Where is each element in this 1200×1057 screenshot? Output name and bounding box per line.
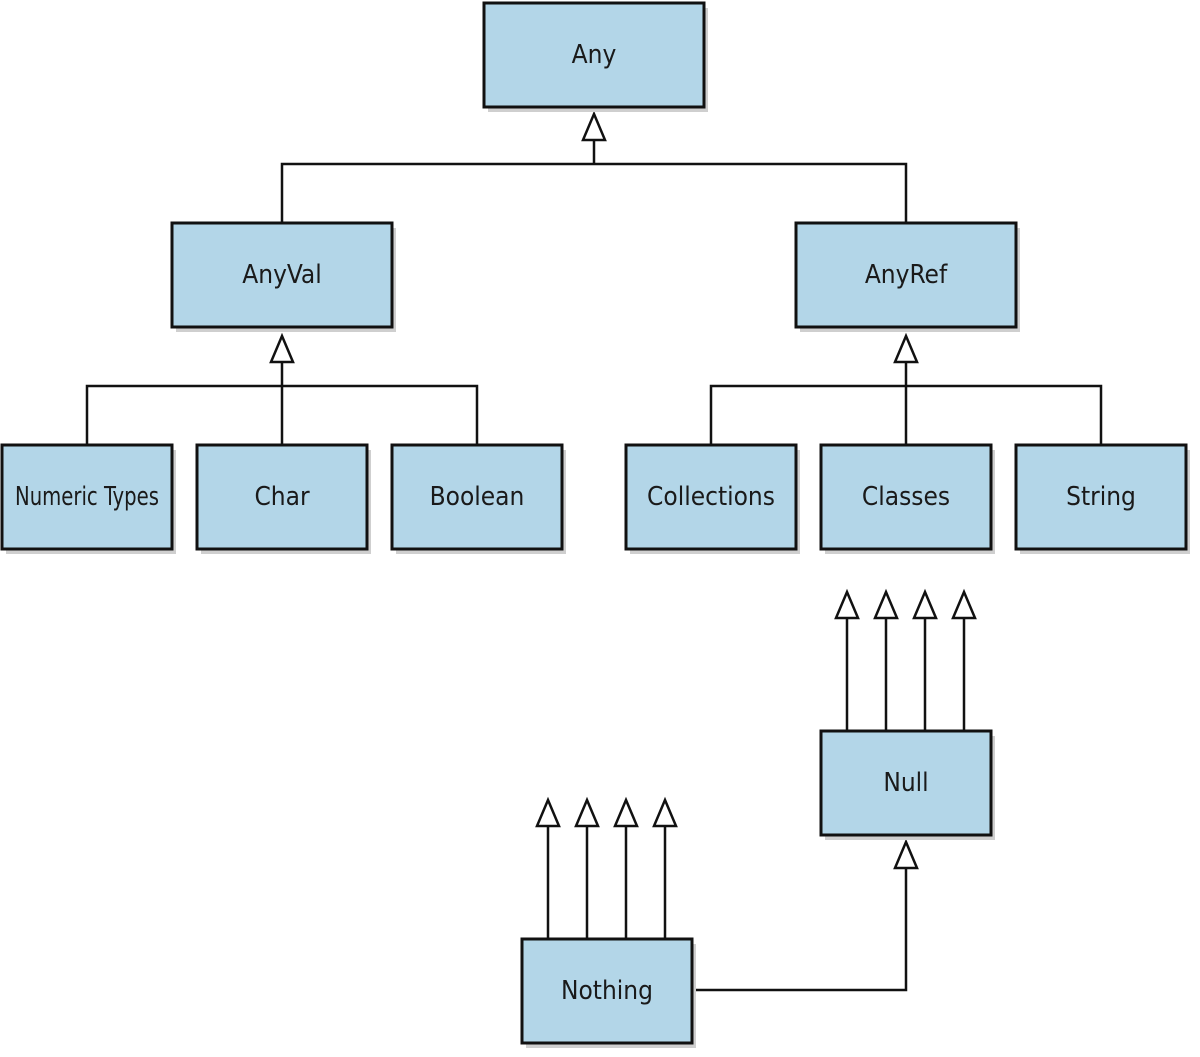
node-numeric-types-box xyxy=(0,443,174,551)
node-classes: Classes xyxy=(819,443,995,554)
node-numeric-types: Numeric Types xyxy=(0,443,176,554)
arrowhead-any xyxy=(581,110,607,142)
node-null-box xyxy=(819,729,993,837)
node-numeric-types-label: Numeric Types xyxy=(15,482,159,512)
node-anyref-box xyxy=(794,221,1018,329)
node-any: Any xyxy=(482,1,708,112)
node-nothing-label: Nothing xyxy=(561,976,653,1006)
node-string-box xyxy=(1014,443,1188,551)
node-string: String xyxy=(1014,443,1190,554)
node-classes-box xyxy=(819,443,993,551)
node-anyval-label: AnyVal xyxy=(242,260,321,290)
node-boolean-label: Boolean xyxy=(430,482,525,512)
node-anyref: AnyRef xyxy=(794,221,1020,332)
node-any-label: Any xyxy=(572,40,617,70)
edge-nothing-to-null xyxy=(692,868,908,992)
node-any-box xyxy=(482,1,706,109)
arrowhead-null xyxy=(893,838,919,870)
arrowhead-null-up-1 xyxy=(834,588,860,620)
arrowhead-nothing-up-3 xyxy=(613,796,639,828)
node-anyval-box xyxy=(170,221,394,329)
node-char-box xyxy=(195,443,369,551)
node-anyref-label: AnyRef xyxy=(865,260,948,290)
arrowhead-null-up-3 xyxy=(912,588,938,620)
edge-any-children xyxy=(280,162,908,222)
node-boolean-box xyxy=(390,443,564,551)
node-char: Char xyxy=(195,443,371,554)
arrowhead-anyval xyxy=(269,332,295,364)
arrowheads xyxy=(269,110,977,870)
node-collections: Collections xyxy=(624,443,800,554)
node-collections-label: Collections xyxy=(647,482,775,512)
arrowhead-nothing-up-4 xyxy=(652,796,678,828)
arrowhead-null-up-4 xyxy=(951,588,977,620)
node-nothing-box xyxy=(520,937,694,1045)
node-collections-box xyxy=(624,443,798,551)
node-classes-label: Classes xyxy=(862,482,950,512)
arrowhead-nothing-up-2 xyxy=(574,796,600,828)
arrowhead-null-up-2 xyxy=(873,588,899,620)
arrowhead-nothing-up-1 xyxy=(535,796,561,828)
node-null: Null xyxy=(819,729,995,840)
node-nothing: Nothing xyxy=(520,937,696,1048)
node-char-label: Char xyxy=(254,482,310,512)
arrowhead-anyref xyxy=(893,332,919,364)
node-anyval: AnyVal xyxy=(170,221,396,332)
edges xyxy=(85,140,1103,992)
node-string-label: String xyxy=(1066,482,1136,512)
node-boolean: Boolean xyxy=(390,443,566,554)
node-null-label: Null xyxy=(883,768,928,798)
